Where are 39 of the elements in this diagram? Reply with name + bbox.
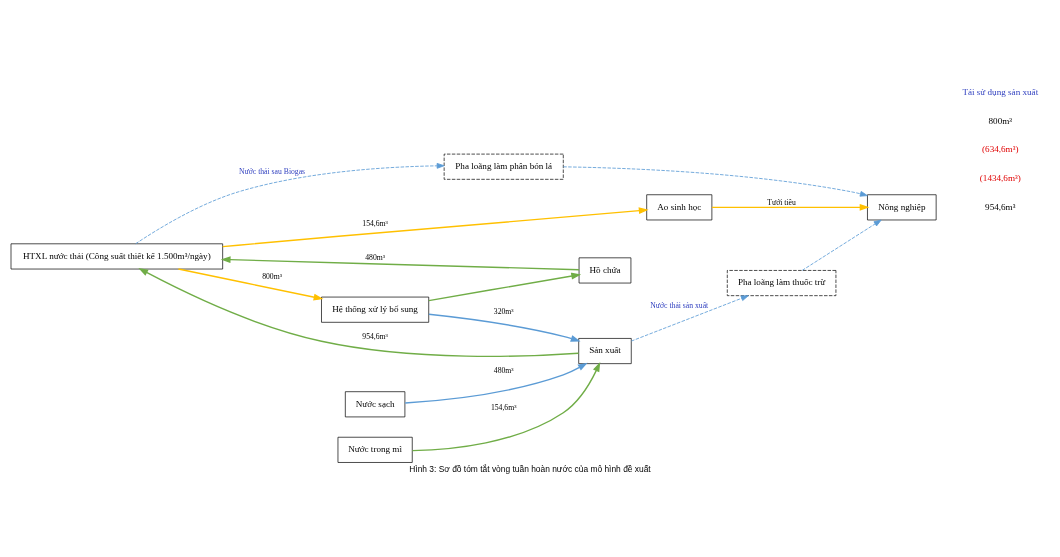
node-box: Nước sạch — [344, 391, 406, 418]
edge-label: Nước thải sau Biogas — [239, 167, 306, 177]
edge-label: Tưới tiêu — [767, 198, 796, 208]
label: (1434,6m³) — [979, 173, 1021, 184]
node-box: Hồ chứa — [578, 257, 632, 284]
arrow — [177, 268, 324, 301]
arrow — [428, 313, 581, 342]
arrow — [562, 166, 868, 197]
arrow — [411, 361, 601, 452]
arrow — [220, 256, 580, 271]
node-box: Pha loãng làm phân bón lá — [443, 153, 564, 180]
arrow — [135, 162, 445, 245]
node-box: Nước trong mì — [337, 436, 413, 463]
label: 800m³ — [988, 115, 1013, 126]
node-box: HTXL nước thải (Công suất thiết kế 1.500m³/ngày) — [10, 243, 223, 270]
node-box: Nông nghiệp — [867, 194, 937, 221]
arrow — [711, 203, 870, 211]
caption: Hình 3: Sơ đồ tóm tắt vòng tuần hoàn nước của mô hình đề xuất — [409, 464, 651, 475]
edge-label: 800m³ — [262, 271, 282, 281]
edge-label: 154,6m³ — [490, 403, 517, 413]
label: Tái sử dụng sản xuất — [962, 86, 1039, 97]
arrow — [222, 207, 649, 248]
edge-label: 480m³ — [493, 365, 514, 375]
arrow — [404, 362, 588, 404]
node-box: Pha loãng làm thuốc trừ — [726, 270, 837, 297]
arrow — [630, 295, 749, 342]
edge-label: 954,6m³ — [362, 331, 388, 341]
label: 954,6m³ — [985, 201, 1016, 212]
arrow — [428, 272, 582, 302]
arrow — [138, 268, 580, 358]
edge-label: 320m³ — [493, 306, 514, 316]
node-box: Hệ thống xử lý bổ sung — [321, 296, 430, 323]
edge-label: 154,6m³ — [362, 219, 388, 229]
label: (634,6m³) — [982, 144, 1019, 155]
edge-label: Nước thải sản xuất — [650, 301, 709, 311]
node-box: Sản xuất — [578, 338, 632, 364]
arrow — [801, 219, 882, 271]
edge-label: 480m³ — [365, 252, 386, 262]
node-box: Ao sinh học — [646, 194, 713, 221]
